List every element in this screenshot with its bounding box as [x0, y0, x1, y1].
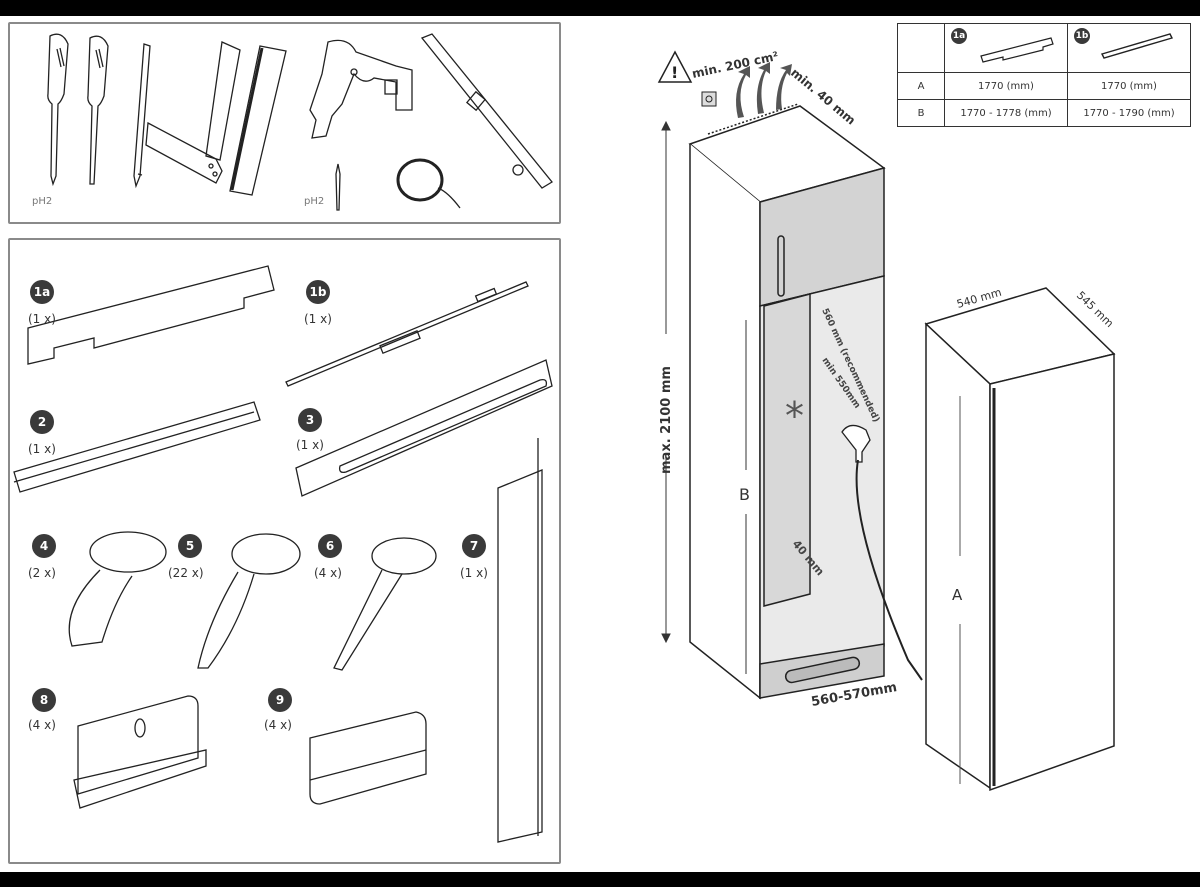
part-1b-rail-icon [285, 281, 529, 387]
part-3-mounting-plate-icon [295, 359, 553, 497]
airflow-arrows-icon [736, 62, 792, 118]
tools-illustration [47, 33, 553, 211]
part-badge-9: 9 [268, 688, 292, 712]
table-row: B 1770 - 1778 (mm) 1770 - 1790 (mm) [897, 99, 1191, 127]
dimension-table: 1a 1b A 1770 (mm) 1770 (mm) B 1770 - 177… [897, 23, 1191, 127]
cabinet-icon [688, 103, 886, 700]
table-row: A 1770 (mm) 1770 (mm) [897, 72, 1191, 100]
dim-b-label: B [739, 485, 750, 504]
part-5-screw-icon [197, 533, 301, 669]
power-plug-icon [841, 424, 923, 681]
part-1a-bracket-icon [27, 265, 275, 365]
rail-1a-icon [980, 37, 1054, 63]
part-qty-1a: (1 x) [28, 312, 56, 326]
pencil-icon [133, 43, 151, 189]
appliance-icon [924, 287, 1116, 792]
height-dimension-line [661, 120, 671, 644]
part-qty-2: (1 x) [28, 442, 56, 456]
ph2-label: pH2 [32, 196, 53, 207]
instruction-sheet: pH2 pH2 1a (1 x) 1b (1 x) 2 (1 x) 3 (1 x… [0, 16, 1200, 872]
part-badge-2: 2 [30, 410, 54, 434]
part-badge-1b: 1b [306, 280, 330, 304]
max-height-label: max. 2100 mm [659, 366, 674, 474]
rail-1b-icon [1100, 33, 1174, 59]
warning-icon: ! [657, 50, 693, 83]
screwdriver-ph2-icon [47, 33, 69, 187]
part-qty-9: (4 x) [264, 718, 292, 732]
parts-panel: 1a (1 x) 1b (1 x) 2 (1 x) 3 (1 x) 4 (2 x… [8, 238, 561, 864]
row-label: B [897, 99, 945, 127]
part-qty-1b: (1 x) [304, 312, 332, 326]
part-qty-3: (1 x) [296, 438, 324, 452]
spirit-level-icon [420, 33, 553, 189]
part-badge-1a: 1a [30, 280, 54, 304]
cell-value: 1770 - 1790 (mm) [1067, 99, 1191, 127]
part-badge-3: 3 [298, 408, 322, 432]
part-qty-8: (4 x) [28, 718, 56, 732]
part-6-screw-icon [333, 537, 437, 671]
cord-icon [396, 158, 461, 209]
part-9-clip-icon [309, 711, 427, 805]
part-8-bracket-icon [73, 695, 207, 809]
part-badge-6: 6 [318, 534, 342, 558]
parts-illustration [13, 265, 553, 843]
part-badge-5: 5 [178, 534, 202, 558]
part-7-strip-icon [497, 438, 543, 843]
dim-a-label: A [952, 586, 963, 604]
row-label: A [897, 72, 945, 100]
drill-bit-icon [335, 163, 341, 211]
cell-value: 1770 - 1778 (mm) [944, 99, 1068, 127]
installation-diagram: ! min. 200 cm² min. 40 mm max. 2100 mm B… [657, 49, 1116, 792]
part-badge-4: 4 [32, 534, 56, 558]
asterisk-icon: * [785, 394, 804, 438]
part-qty-6: (4 x) [314, 566, 342, 580]
ruler-icon [229, 45, 287, 196]
part-qty-5: (22 x) [168, 566, 204, 580]
svg-text:!: ! [671, 63, 678, 82]
cell-value: 1770 (mm) [1067, 72, 1191, 100]
screwdriver-flat-icon [87, 35, 109, 185]
drill-icon [309, 39, 413, 139]
cell-value: 1770 (mm) [944, 72, 1068, 100]
ph2-bit-label: pH2 [304, 196, 325, 207]
tools-panel: pH2 pH2 [8, 22, 561, 224]
table-header-1b: 1b [1067, 23, 1191, 73]
square-icon [145, 41, 241, 184]
part-4-screw-icon [68, 531, 167, 647]
part-2-spacer-icon [13, 401, 261, 493]
outlet-icon [701, 91, 717, 107]
part-qty-4: (2 x) [28, 566, 56, 580]
part-badge-8: 8 [32, 688, 56, 712]
part-badge-7: 7 [462, 534, 486, 558]
part-qty-7: (1 x) [460, 566, 488, 580]
